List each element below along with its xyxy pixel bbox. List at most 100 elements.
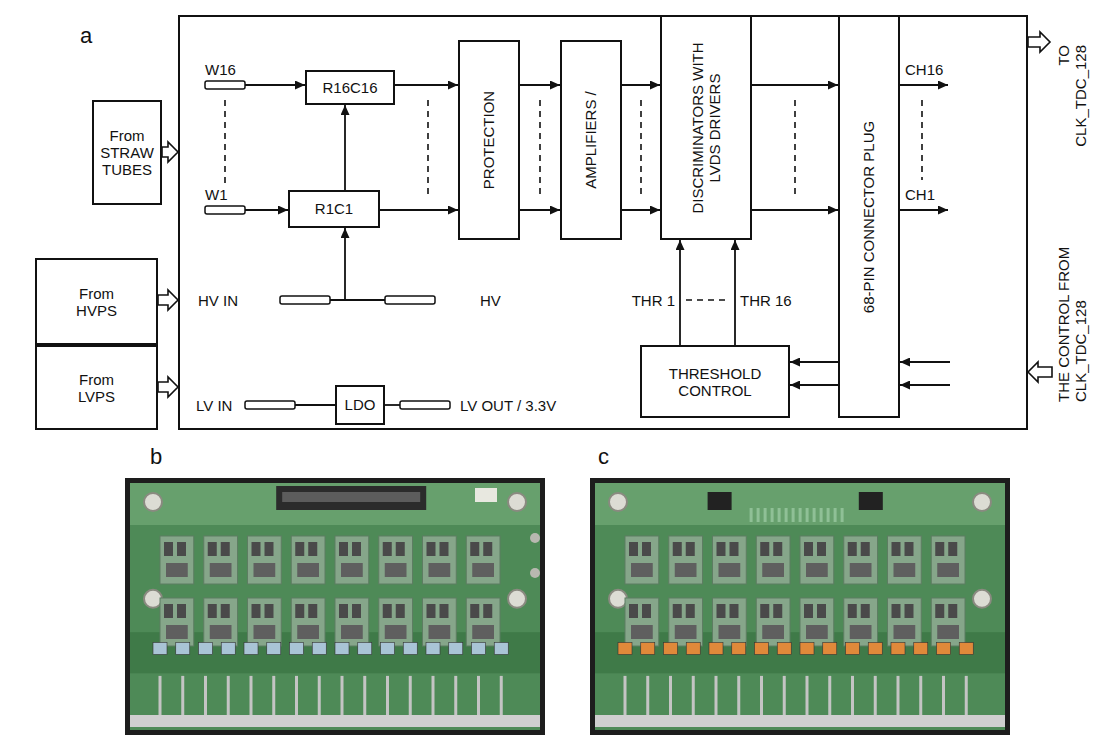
smd-chip: [719, 563, 741, 577]
smd-chip: [440, 542, 449, 556]
board-edge: [595, 715, 1005, 727]
signal-arrow: [380, 209, 458, 211]
smd-chip: [297, 563, 319, 577]
pcb-trace: [750, 508, 753, 522]
smd-chip: [675, 625, 697, 639]
board-edge: [130, 715, 540, 727]
screw: [530, 568, 540, 578]
channel-cluster: [466, 536, 500, 584]
channel-cluster: [625, 598, 659, 646]
input-pin: [409, 676, 412, 717]
smd-chip: [208, 604, 217, 618]
hv-capacitor: [732, 642, 746, 654]
pcb-trace: [827, 508, 830, 522]
ellipsis-dash: [686, 299, 729, 301]
hv-capacitor: [403, 642, 417, 654]
hv-capacitor: [153, 642, 167, 654]
mounting-hole: [609, 493, 627, 511]
smd-chip: [892, 604, 901, 618]
smd-chip: [850, 625, 872, 639]
box-label: DISCRIMINATORS WITH LVDS DRIVERS: [689, 42, 724, 214]
signal-label: HV IN: [198, 292, 238, 309]
pcb-trace: [757, 508, 760, 522]
channel-cluster: [800, 598, 834, 646]
process-box: DISCRIMINATORS WITH LVDS DRIVERS: [660, 15, 752, 240]
channel-cluster: [756, 536, 790, 584]
input-pin: [737, 676, 740, 717]
smd-chip: [339, 604, 348, 618]
panel-letter: b: [150, 444, 162, 470]
smd-chip: [383, 604, 392, 618]
input-pin: [341, 676, 344, 717]
smd-chip: [339, 542, 348, 556]
hv-capacitor: [777, 642, 791, 654]
pcb-trace: [778, 508, 781, 522]
block-arrow: [158, 377, 178, 397]
destination-label: TO CLK_TDC_128: [1055, 45, 1089, 155]
channel-cluster: [931, 536, 965, 584]
channel-cluster: [888, 536, 922, 584]
smd-chip: [675, 563, 697, 577]
smd-chip: [730, 604, 739, 618]
smd-chip: [631, 625, 653, 639]
box-label: From HVPS: [72, 284, 122, 319]
connector-pad: [205, 206, 245, 214]
smd-chip: [254, 563, 276, 577]
signal-arrow: [622, 209, 660, 211]
input-pin: [295, 676, 298, 717]
smd-chip: [719, 625, 741, 639]
input-pin: [897, 676, 900, 717]
pcb-trace: [785, 508, 788, 522]
hv-capacitor: [358, 642, 372, 654]
signal-arrow: [622, 84, 660, 86]
block-arrow: [162, 142, 178, 162]
connector-pad: [400, 401, 450, 409]
connector-pad: [245, 401, 295, 409]
channel-cluster: [379, 536, 413, 584]
smd-chip: [352, 604, 361, 618]
signal-arrow: [395, 84, 458, 86]
hv-capacitor: [290, 642, 304, 654]
hv-capacitor: [221, 642, 235, 654]
control-box: THRESHOLD CONTROL: [640, 345, 790, 418]
smd-chip: [686, 604, 695, 618]
smd-chip: [905, 542, 914, 556]
output-block-arrow: [1028, 32, 1050, 52]
hv-capacitor: [426, 642, 440, 654]
channel-cluster: [335, 536, 369, 584]
smd-chip: [427, 604, 436, 618]
smd-chip: [429, 563, 451, 577]
hv-capacitor: [641, 642, 655, 654]
channel-cluster: [713, 536, 747, 584]
process-box: AMPLIFIERS /: [560, 40, 622, 240]
photographs: [125, 478, 1010, 735]
signal-label: LV OUT / 3.3V: [460, 397, 556, 414]
threshold-label: THR 1: [631, 292, 676, 309]
input-pin: [715, 676, 718, 717]
box-label: 68-PIN CONNECTOR PLUG: [860, 120, 877, 312]
smd-chip: [905, 604, 914, 618]
smd-chip: [762, 563, 784, 577]
threshold-label: THR 16: [739, 292, 793, 309]
smd-chip: [221, 542, 230, 556]
board-outline: aR16C16R1C1PROTECTIONAMPLIFIERS /DISCRIM…: [178, 15, 1028, 430]
smd-chip: [383, 542, 392, 556]
connector-pad: [385, 296, 435, 304]
smd-chip: [208, 542, 217, 556]
smd-chip: [166, 563, 188, 577]
regulator-box: LDO: [335, 385, 385, 425]
smd-chip: [850, 563, 872, 577]
hv-capacitor: [312, 642, 326, 654]
smd-chip: [341, 625, 363, 639]
input-pin: [250, 676, 253, 717]
connector-box: 68-PIN CONNECTOR PLUG: [838, 15, 900, 418]
process-box: PROTECTION: [458, 40, 520, 240]
input-pin: [624, 676, 627, 717]
hv-capacitor: [846, 642, 860, 654]
input-pin: [363, 676, 366, 717]
smd-chip: [396, 542, 405, 556]
signal-arrow: [344, 105, 346, 190]
pcb-trace: [771, 508, 774, 522]
